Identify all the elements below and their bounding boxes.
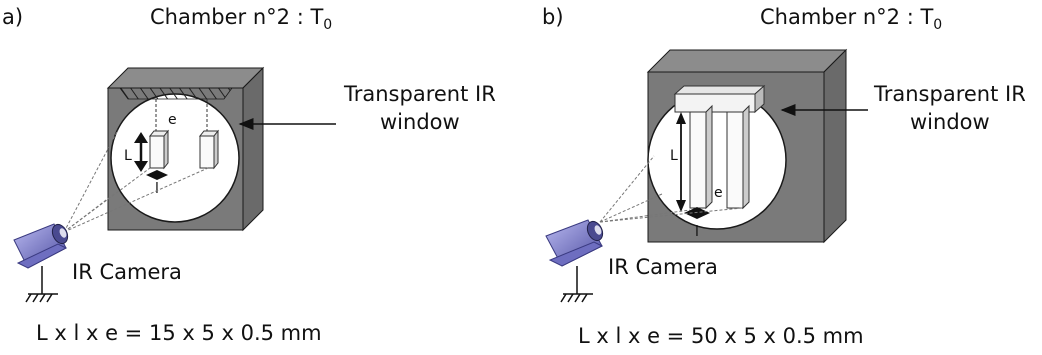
dim-e-label: e <box>714 185 723 201</box>
ir-camera-icon <box>13 223 69 269</box>
chamber-top-face <box>106 67 265 89</box>
camera-label: IR Camera <box>72 260 182 284</box>
camera-sight-lines <box>599 155 743 223</box>
chamber-title: Chamber n°2 : T0 <box>150 5 332 33</box>
camera-sight-lines <box>63 129 209 233</box>
ground-support-icon <box>25 266 58 303</box>
sample-holder-hatch <box>119 87 233 100</box>
ir-camera-icon <box>545 219 604 267</box>
panel-b: b) Chamber n°2 : T0 <box>542 5 1026 348</box>
dimension-formula: L x l x e = 50 x 5 x 0.5 mm <box>578 324 864 348</box>
sample-1 <box>149 135 165 169</box>
dimension-markers: L l e <box>124 112 177 197</box>
dim-e-label: e <box>168 112 177 128</box>
camera-label: IR Camera <box>608 255 718 279</box>
chamber-side-face <box>823 48 847 244</box>
dim-l-label: l <box>695 224 699 240</box>
sample-1 <box>689 111 707 209</box>
chamber-top-face <box>646 49 848 73</box>
dimension-formula: L x l x e = 15 x 5 x 0.5 mm <box>36 321 322 345</box>
window-label-line1: Transparent IR <box>343 82 496 106</box>
panel-a: a) Chamber n°2 : T0 <box>2 5 496 345</box>
sample-2 <box>199 135 215 169</box>
dimension-markers: L l e <box>670 112 723 240</box>
width-arrow <box>684 207 710 219</box>
sample-2 <box>726 111 744 209</box>
chamber-box <box>106 66 265 232</box>
ground-support-icon <box>560 266 593 303</box>
panel-letter: a) <box>2 5 23 29</box>
dim-l-label: l <box>155 181 159 197</box>
dim-L-label: L <box>670 148 678 164</box>
window-label-line2: window <box>910 110 990 134</box>
window-label-line2: window <box>380 110 460 134</box>
dim-L-label: L <box>124 148 132 164</box>
samples <box>689 104 750 210</box>
width-arrow <box>146 170 168 180</box>
chamber-side-face <box>242 66 264 232</box>
sample-holder <box>673 84 766 114</box>
panel-letter: b) <box>542 5 564 29</box>
window-label-line1: Transparent IR <box>873 82 1026 106</box>
chamber-title: Chamber n°2 : T0 <box>760 5 942 33</box>
